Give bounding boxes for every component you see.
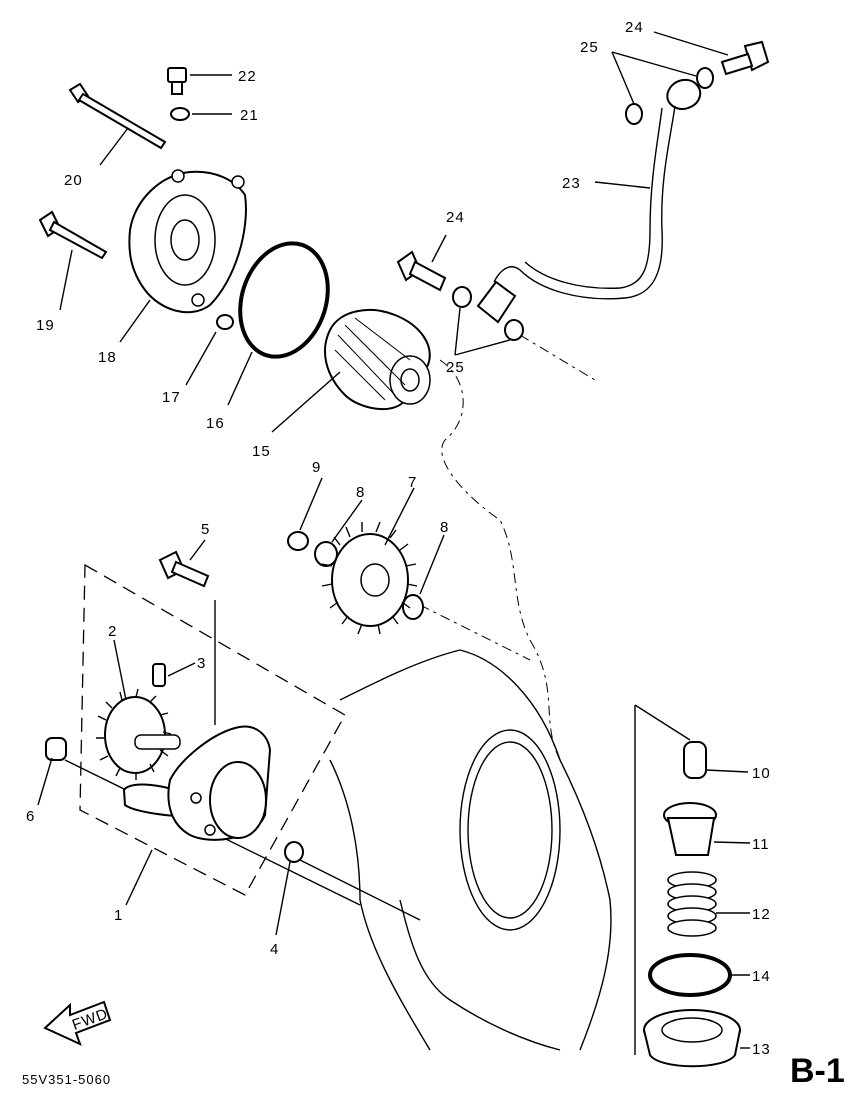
part-12-spring [667,871,717,937]
part-8-washer-upper [314,541,338,567]
callout-11: 11 [752,836,770,853]
part-14-oring [648,953,732,997]
fwd-arrow-icon: FWD [43,1000,112,1046]
part-13-drain-plug [643,1009,741,1068]
callout-8a: 8 [356,484,365,501]
callout-25a: 25 [580,39,599,56]
callout-8b: 8 [440,519,449,536]
engine-case-outline [329,359,612,1051]
callout-5: 5 [201,521,210,538]
callout-25b: 25 [446,359,465,376]
callout-14: 14 [752,968,771,985]
callout-9: 9 [312,459,321,476]
callout-7: 7 [408,474,417,491]
part-6-dowel [45,737,67,761]
callout-12: 12 [752,906,771,923]
part-code: 55V351-5060 [22,1072,112,1087]
part-2-pump-gear [96,688,181,780]
part-10-relief-pipe [683,741,707,779]
callout-18: 18 [98,349,117,366]
part-24-banjo-bolt-upper [720,40,770,76]
part-9-circlip [287,531,309,551]
callout-22: 22 [238,68,257,85]
callout-21: 21 [240,107,259,124]
part-22-bolt [167,67,187,95]
part-19-bolt [38,210,108,260]
fwd-label: FWD [70,1005,111,1034]
leader-lines [37,31,751,1049]
callout-13: 13 [752,1041,771,1058]
callout-3: 3 [197,655,206,672]
callout-4: 4 [270,941,279,958]
part-23-oil-pipe [476,78,702,324]
callout-24a: 24 [625,19,644,36]
callout-20: 20 [64,172,83,189]
callout-2: 2 [108,623,117,640]
part-11-relief-valve [663,802,717,856]
callout-23: 23 [562,175,581,192]
callout-10: 10 [752,765,771,782]
page-id: B-1 [790,1052,845,1090]
part-16-gasket [238,241,330,359]
part-20-long-bolt [68,82,167,150]
part-17-small-oring [216,314,234,330]
callout-19: 19 [36,317,55,334]
callout-16: 16 [206,415,225,432]
part-7-pump-drive-gear [321,521,418,635]
callout-6: 6 [26,808,35,825]
center-lines [64,334,691,1055]
part-3-dowel-pin [152,663,166,687]
callout-1: 1 [114,907,123,924]
callout-17: 17 [162,389,181,406]
callout-24b: 24 [446,209,465,226]
part-24-banjo-bolt-lower [396,250,447,292]
callout-numbers: 22 21 20 19 18 17 16 15 24 23 24 25 25 9… [26,19,771,1058]
part-1-oil-pump-assembly [122,725,272,841]
callout-15: 15 [252,443,271,460]
part-5-bolt [158,550,210,588]
part-4-circlip [284,841,304,863]
part-25-washers [452,67,714,341]
part-8-washer-lower [402,594,424,620]
part-15-oil-filter [324,309,431,411]
oil-pump-assembly-box [79,563,346,896]
part-21-washer [170,107,190,121]
part-18-filter-cover [128,169,247,314]
